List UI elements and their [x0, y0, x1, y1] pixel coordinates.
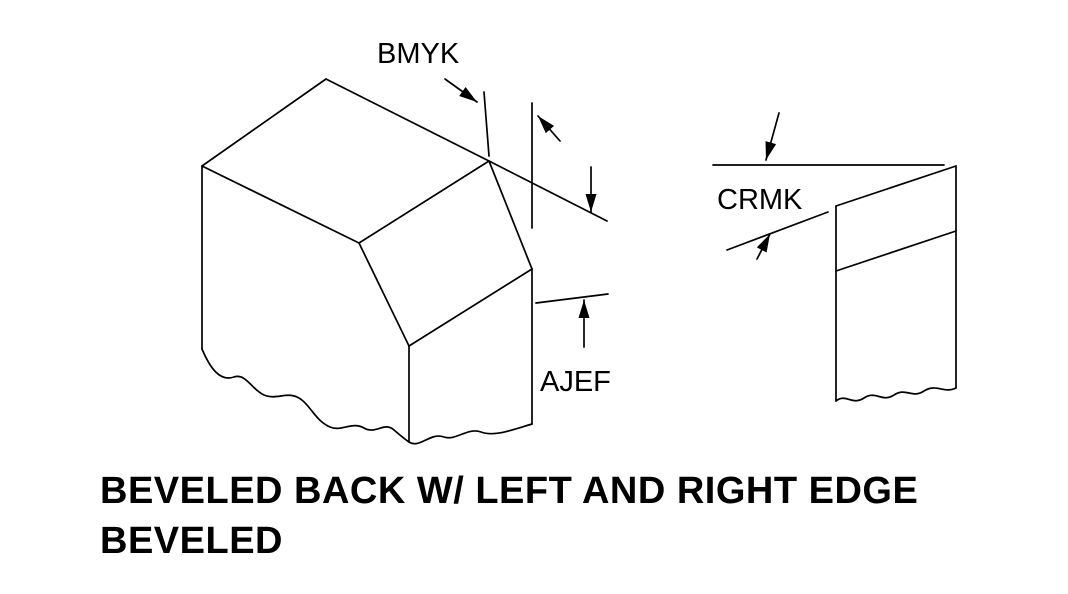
figure-caption-line1: BEVELED BACK W/ LEFT AND RIGHT EDGE: [100, 470, 919, 512]
section-bevel-bottom-edge: [835, 230, 957, 272]
figure-caption-line2: BEVELED: [100, 520, 283, 562]
crmk-dimension-arrow-up: [756, 233, 771, 260]
label-ajef: AJEF: [540, 366, 611, 398]
figure-caption: BEVELED BACK W/ LEFT AND RIGHT EDGE BEVE…: [100, 466, 918, 566]
ajef-extension-line: [535, 293, 609, 304]
ajef-dimension-group: [535, 293, 609, 348]
crmk-reference-arrow-down: [765, 112, 780, 161]
block-top-left-edge: [201, 78, 327, 167]
block-bevel-bottom-edge: [408, 268, 533, 347]
bmyk-dimension-group: [444, 78, 608, 229]
block-top-right-edge: [325, 78, 490, 162]
edge-section-outline: [712, 112, 957, 402]
section-bevel-top-edge: [835, 165, 957, 207]
beveled-block-outline: [201, 78, 533, 445]
section-break-line-wavy: [835, 387, 957, 402]
block-bevel-right-edge: [488, 160, 533, 270]
bmyk-leader-arrow: [444, 78, 478, 103]
label-crmk: CRMK: [717, 184, 803, 216]
bmyk-extension-line-short: [483, 91, 490, 157]
label-bmyk: BMYK: [377, 38, 460, 70]
bmyk-dimension-arrow-upleft: [537, 115, 561, 142]
block-bevel-left-edge: [358, 242, 410, 347]
bmyk-extension-line-diagonal: [488, 160, 608, 222]
block-bevel-top-edge: [358, 160, 490, 244]
block-front-top-edge: [201, 165, 360, 244]
block-break-line-wavy: [201, 348, 533, 445]
crmk-bevel-extension-line: [726, 211, 829, 251]
